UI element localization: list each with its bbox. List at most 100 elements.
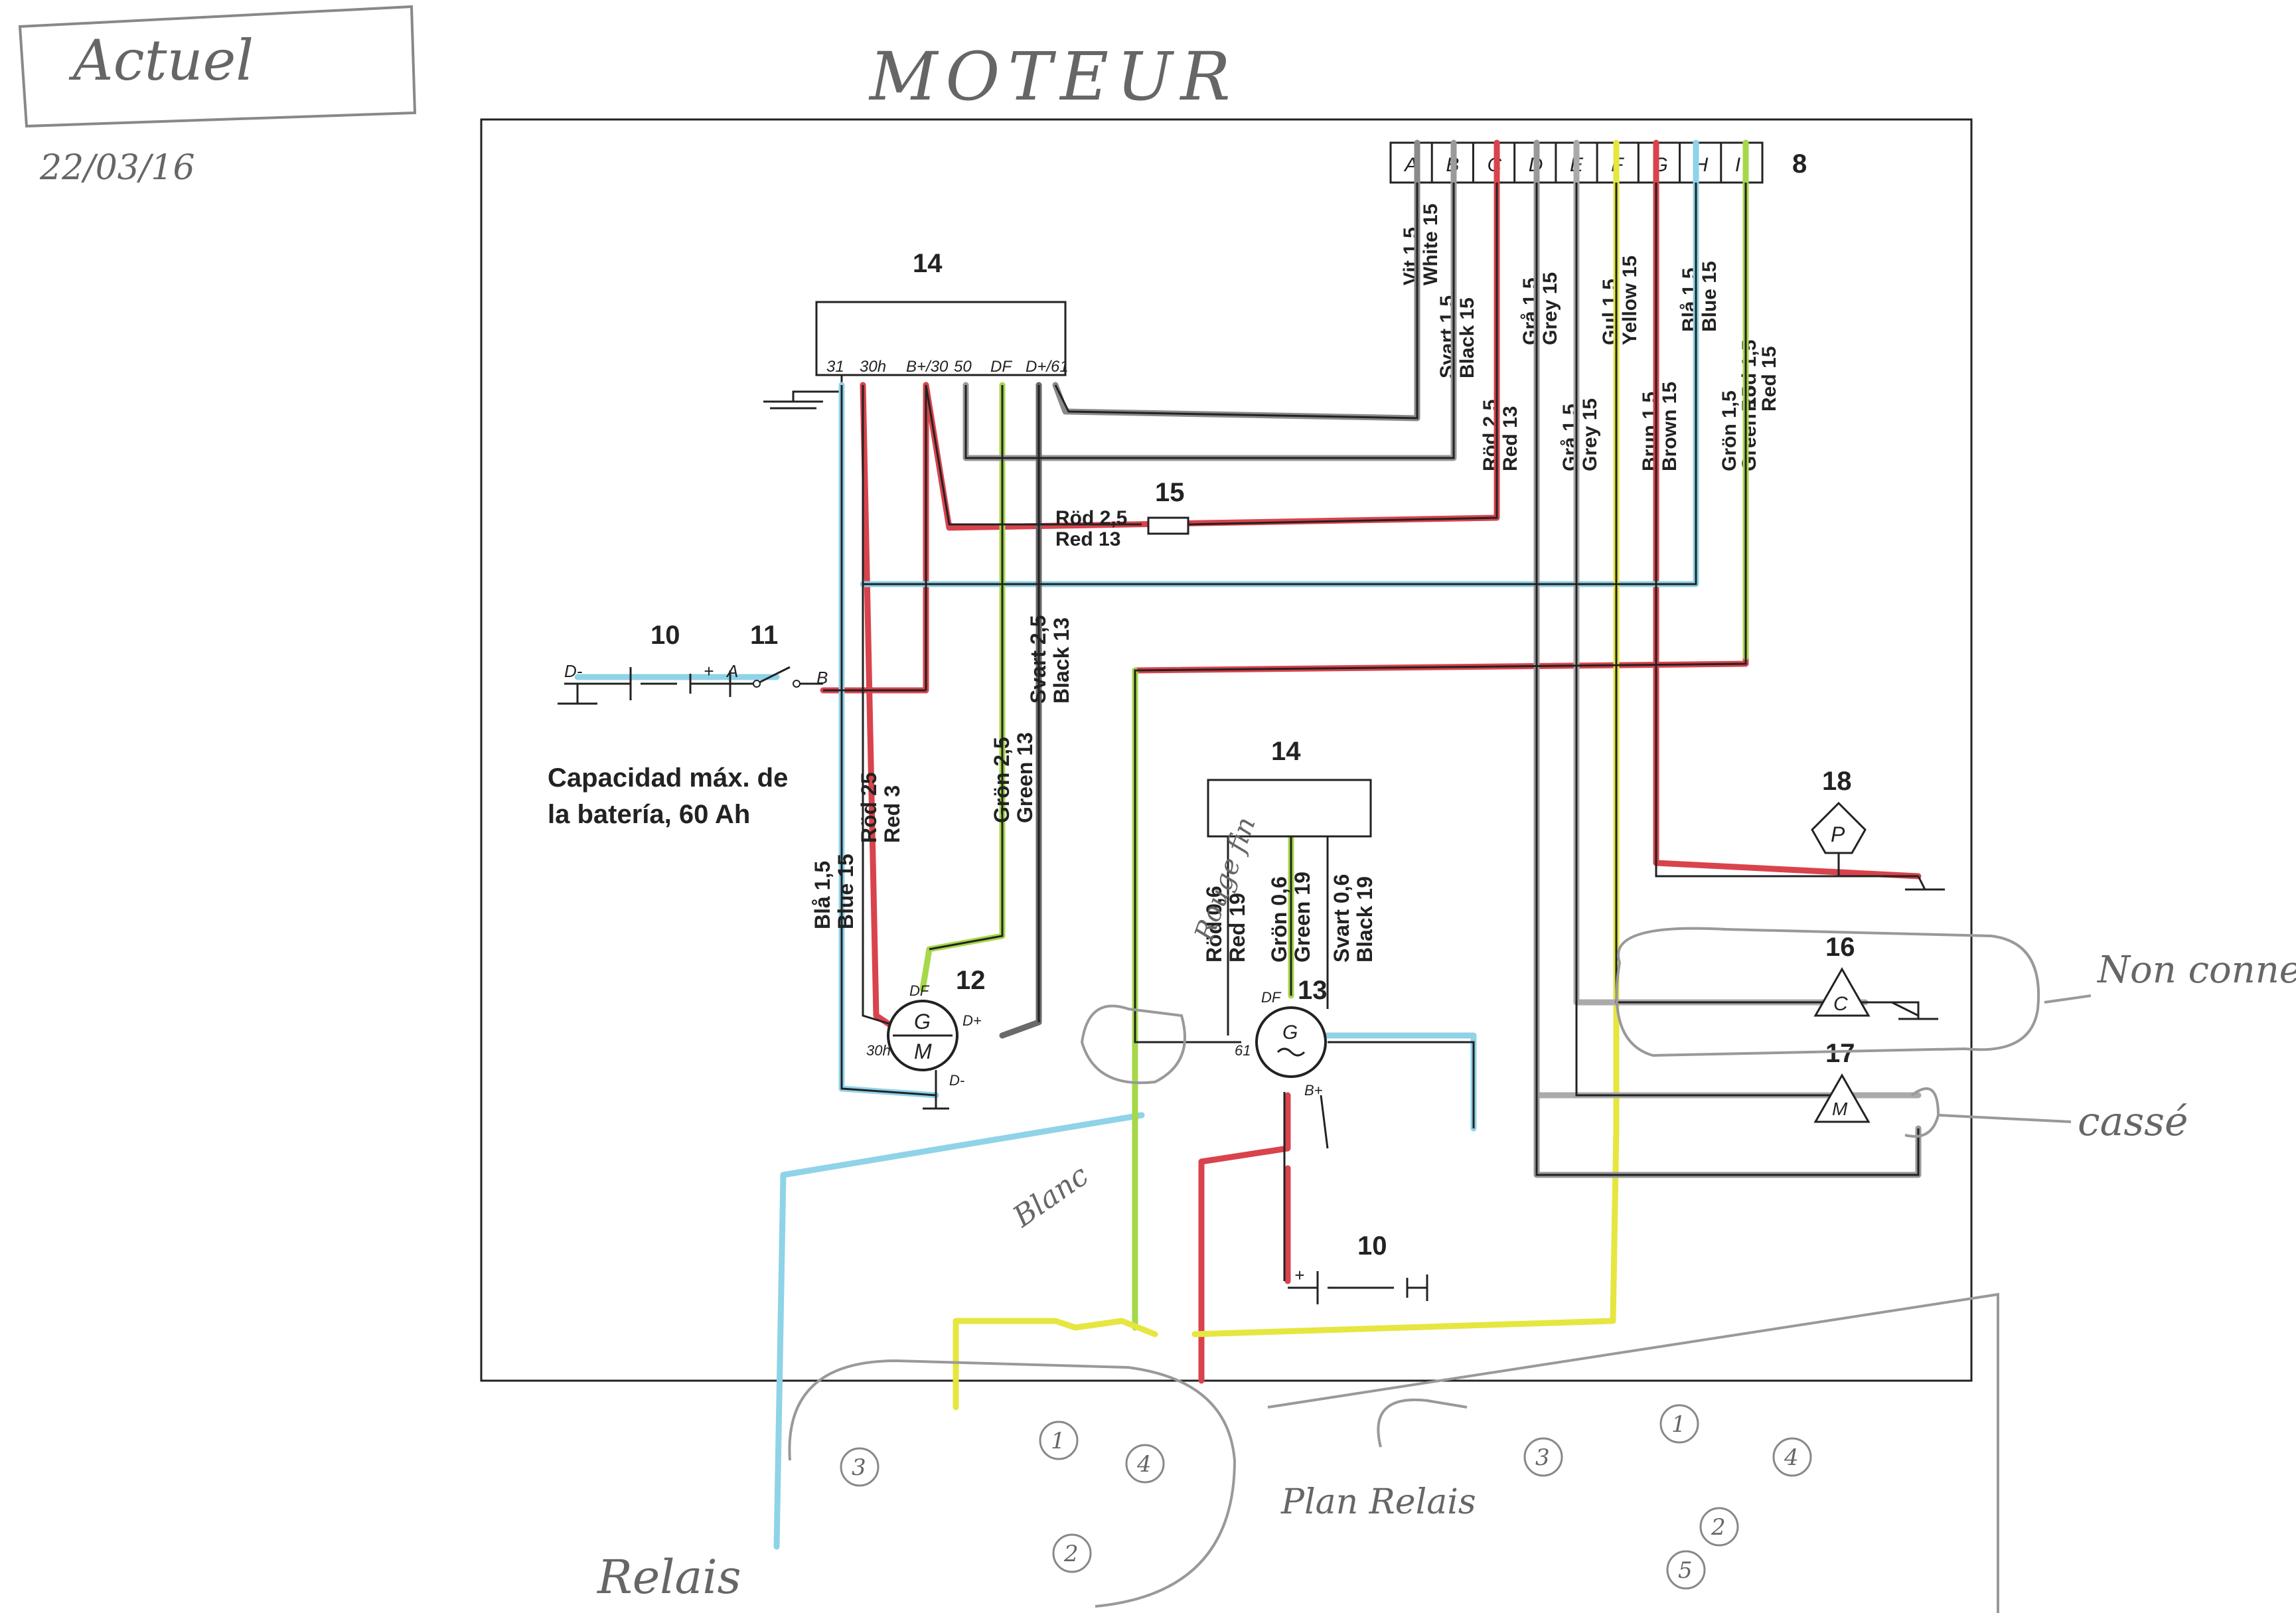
terminal-b30: B+/30 bbox=[906, 358, 949, 376]
relay-right-pin-5: 5 bbox=[1678, 1557, 1693, 1584]
alternator-terminal-df: DF bbox=[1261, 989, 1282, 1006]
sender-17-number: 17 bbox=[1825, 1039, 1855, 1068]
wire-label-green-en: Green 15 bbox=[1738, 386, 1760, 471]
note-blanc: Blanc bbox=[1006, 1158, 1095, 1234]
starter-12: G M 12 DF D+ 30h D- bbox=[866, 966, 986, 1110]
wire-label-red2-en: Red 15 bbox=[1758, 346, 1780, 412]
battery-10: 10 D- + bbox=[558, 621, 731, 705]
relay-right-pin-4: 4 bbox=[1784, 1444, 1799, 1471]
vwire-green06-sv: Grön 0,6 bbox=[1267, 876, 1291, 962]
alternator-13: G 13 DF 61 B+ bbox=[1235, 976, 1328, 1099]
wire-label-green-sv: Grön 1,5 bbox=[1719, 390, 1740, 471]
starter-symbol-m: M bbox=[914, 1039, 932, 1063]
starter-terminal-dplus: D+ bbox=[962, 1012, 982, 1029]
fuse-15-label-en: Red 13 bbox=[1055, 528, 1120, 550]
connector-8-wire-labels: Vit 1,5 White 15 Svart 1,5 Black 15 Röd … bbox=[1400, 204, 1780, 471]
regulator-14b-number: 14 bbox=[1271, 737, 1301, 766]
pencil-annotations bbox=[788, 927, 2092, 1613]
starter-terminal-df: DF bbox=[909, 982, 930, 999]
switch-11: 11 A B bbox=[726, 621, 828, 688]
relay-left-pin-2: 2 bbox=[1063, 1541, 1079, 1567]
stamp-date: 22/03/16 bbox=[39, 148, 195, 188]
wire-label-black-en: Black 15 bbox=[1456, 297, 1478, 378]
switch-11-number: 11 bbox=[750, 621, 778, 650]
battery-note: Capacidad máx. de la batería, 60 Ah bbox=[548, 763, 788, 829]
alternator-13-number: 13 bbox=[1298, 976, 1328, 1005]
starter-symbol-g: G bbox=[914, 1010, 931, 1034]
sender-18: 18 P bbox=[1811, 767, 1945, 891]
switch-11-a: A bbox=[726, 661, 738, 681]
fuse-15-label-sv: Röd 2,5 bbox=[1055, 507, 1127, 529]
starter-terminal-30h: 30h bbox=[866, 1042, 891, 1059]
sender-16-symbol: C bbox=[1833, 993, 1848, 1015]
alternator-symbol-g: G bbox=[1282, 1022, 1298, 1043]
relay-right-pin-2: 2 bbox=[1711, 1514, 1726, 1541]
battery-note-line1: Capacidad máx. de bbox=[548, 763, 788, 793]
vwire-black06-en: Black 19 bbox=[1353, 876, 1377, 962]
sender-16-number: 16 bbox=[1825, 933, 1855, 962]
wire-label-brown-en: Brown 15 bbox=[1659, 382, 1681, 471]
wire-label-blue-en: Blue 15 bbox=[1699, 261, 1721, 332]
terminal-50: 50 bbox=[954, 358, 972, 376]
note-plan-relais: Plan Relais bbox=[1280, 1482, 1476, 1522]
regulator-14: 14 31 30h B+/30 50 DF D+/61 bbox=[763, 249, 1069, 410]
battery-10-neg: D- bbox=[564, 661, 583, 681]
regulator-14b: 14 bbox=[1207, 737, 1372, 838]
relay-left-pin-1: 1 bbox=[1051, 1428, 1065, 1454]
vwire-blue-en: Blue 15 bbox=[834, 854, 858, 929]
stamp-text: Actuel bbox=[68, 28, 254, 93]
vwire-red-en: Red 3 bbox=[880, 785, 904, 843]
battery-10-number: 10 bbox=[651, 621, 680, 650]
terminal-31: 31 bbox=[826, 358, 844, 376]
wire-label-red-en: Red 13 bbox=[1499, 406, 1521, 471]
fuse-15-number: 15 bbox=[1155, 478, 1185, 507]
connector-8-number: 8 bbox=[1792, 149, 1807, 179]
wire-label-white-en: White 15 bbox=[1420, 204, 1442, 285]
note-casse: cassé bbox=[2078, 1099, 2188, 1145]
regulator-14-number: 14 bbox=[913, 249, 943, 278]
relay-left-pin-3: 3 bbox=[852, 1454, 866, 1481]
wire-label-yellow-en: Yellow 15 bbox=[1619, 256, 1641, 345]
battery-10b: 10 + bbox=[1288, 1231, 1428, 1304]
vwire-blue-sv: Blå 1,5 bbox=[810, 861, 834, 929]
alternator-terminal-61: 61 bbox=[1235, 1042, 1251, 1059]
fuse-15: 15 Röd 2,5 Red 13 bbox=[1055, 478, 1189, 550]
wire-label-grey2-en: Grey 15 bbox=[1579, 398, 1601, 471]
relay-right-pin-3: 3 bbox=[1535, 1444, 1550, 1471]
terminal-30h: 30h bbox=[860, 358, 886, 376]
diagram-frame bbox=[480, 118, 1973, 1382]
connector-8-pin-i: I bbox=[1735, 154, 1740, 176]
alternator-terminal-bplus: B+ bbox=[1304, 1082, 1323, 1099]
note-non-connecte: Non connecté bbox=[2096, 949, 2296, 992]
vwire-green-en: Green 13 bbox=[1013, 732, 1037, 823]
sender-18-symbol: P bbox=[1831, 822, 1845, 846]
relay-left-pin-4: 4 bbox=[1136, 1451, 1152, 1478]
vwire-green-sv: Grön 2,5 bbox=[990, 737, 1014, 823]
vwire-black06-sv: Svart 0,6 bbox=[1330, 874, 1353, 962]
relay-right-pins: 3 1 4 2 5 bbox=[1523, 1404, 1812, 1590]
header-stamp: Actuel 22/03/16 bbox=[18, 5, 417, 188]
note-relais: Relais bbox=[596, 1550, 741, 1604]
page-title: MOTEUR bbox=[868, 38, 1239, 115]
battery-10-pos: + bbox=[704, 661, 714, 681]
vwire-black-en: Black 13 bbox=[1049, 617, 1073, 704]
terminal-df: DF bbox=[990, 358, 1012, 376]
sender-16: 16 C bbox=[1813, 933, 1938, 1020]
sender-17-symbol: M bbox=[1832, 1099, 1848, 1119]
battery-10b-number: 10 bbox=[1357, 1231, 1387, 1261]
vwire-black-sv: Svart 2,5 bbox=[1026, 615, 1050, 704]
battery-note-line2: la batería, 60 Ah bbox=[548, 800, 750, 829]
wire-label-grey1-en: Grey 15 bbox=[1539, 272, 1561, 345]
relay-left-pins: 3 1 4 2 bbox=[840, 1421, 1165, 1573]
battery-10b-pos: + bbox=[1294, 1265, 1304, 1285]
starter-12-number: 12 bbox=[956, 966, 986, 995]
vwire-green06-en: Green 19 bbox=[1290, 872, 1314, 962]
relay-right-pin-1: 1 bbox=[1671, 1411, 1686, 1438]
sender-17: 17 M bbox=[1813, 1039, 1871, 1123]
vwire-red-sv: Röd 25 bbox=[857, 772, 881, 843]
printed-lines bbox=[823, 183, 1920, 1281]
terminal-d61: D+/61 bbox=[1026, 358, 1069, 376]
vwire-red06-en: Red 19 bbox=[1225, 893, 1249, 962]
starter-terminal-dminus: D- bbox=[949, 1072, 964, 1089]
sender-18-number: 18 bbox=[1822, 767, 1852, 796]
